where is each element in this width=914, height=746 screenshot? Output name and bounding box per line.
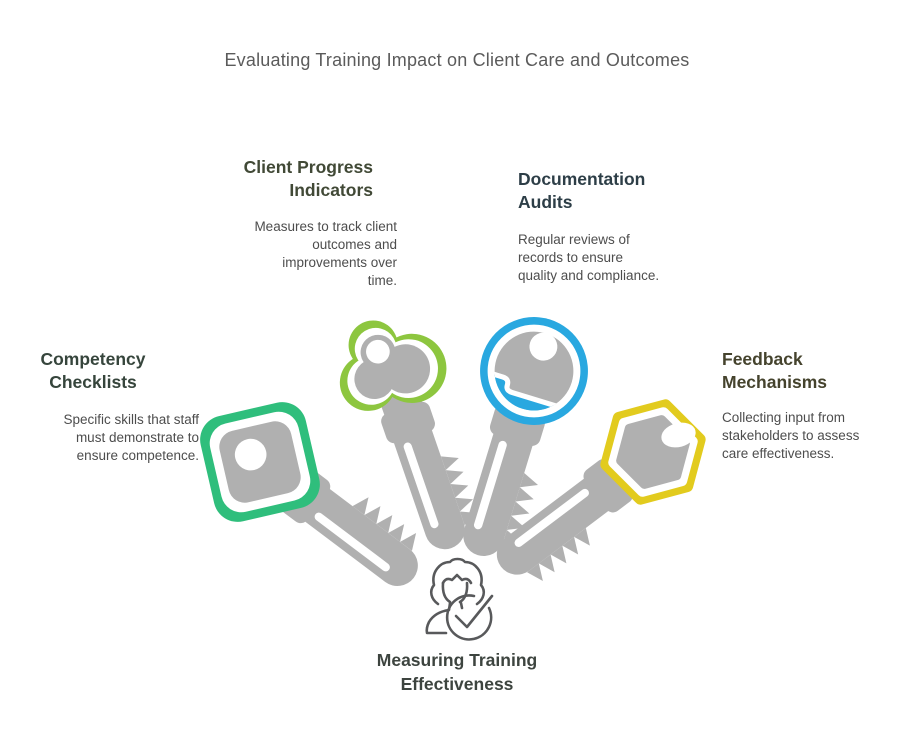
key-feedback-icon bbox=[488, 364, 741, 586]
key-hole bbox=[366, 339, 390, 364]
item-description-competency-checklists: Specific skills that staff must demonstr… bbox=[63, 412, 199, 463]
key-client-progress-icon bbox=[330, 309, 481, 555]
item-description-feedback-mechanisms: Collecting input from stakeholders to as… bbox=[722, 410, 860, 461]
item-title-documentation-audits: Documentation Audits bbox=[518, 169, 646, 212]
person-checkmark-icon bbox=[425, 557, 494, 641]
key-competency-icon bbox=[195, 397, 427, 595]
key-documentation-icon bbox=[458, 303, 602, 562]
item-title-client-progress-indicators: Client Progress Indicators bbox=[243, 157, 373, 200]
key-hole bbox=[661, 422, 696, 448]
item-description-client-progress-indicators: Measures to track client outcomes and im… bbox=[254, 219, 397, 288]
key-hole bbox=[529, 332, 558, 361]
key-hole bbox=[234, 438, 267, 471]
diagram-title: Evaluating Training Impact on Client Car… bbox=[224, 50, 690, 70]
item-title-feedback-mechanisms: Feedback Mechanisms bbox=[722, 349, 828, 392]
item-description-documentation-audits: Regular reviews of records to ensure qua… bbox=[518, 232, 660, 283]
center-label: Measuring Training Effectiveness bbox=[376, 650, 538, 694]
item-title-competency-checklists: Competency Checklists bbox=[40, 349, 146, 392]
